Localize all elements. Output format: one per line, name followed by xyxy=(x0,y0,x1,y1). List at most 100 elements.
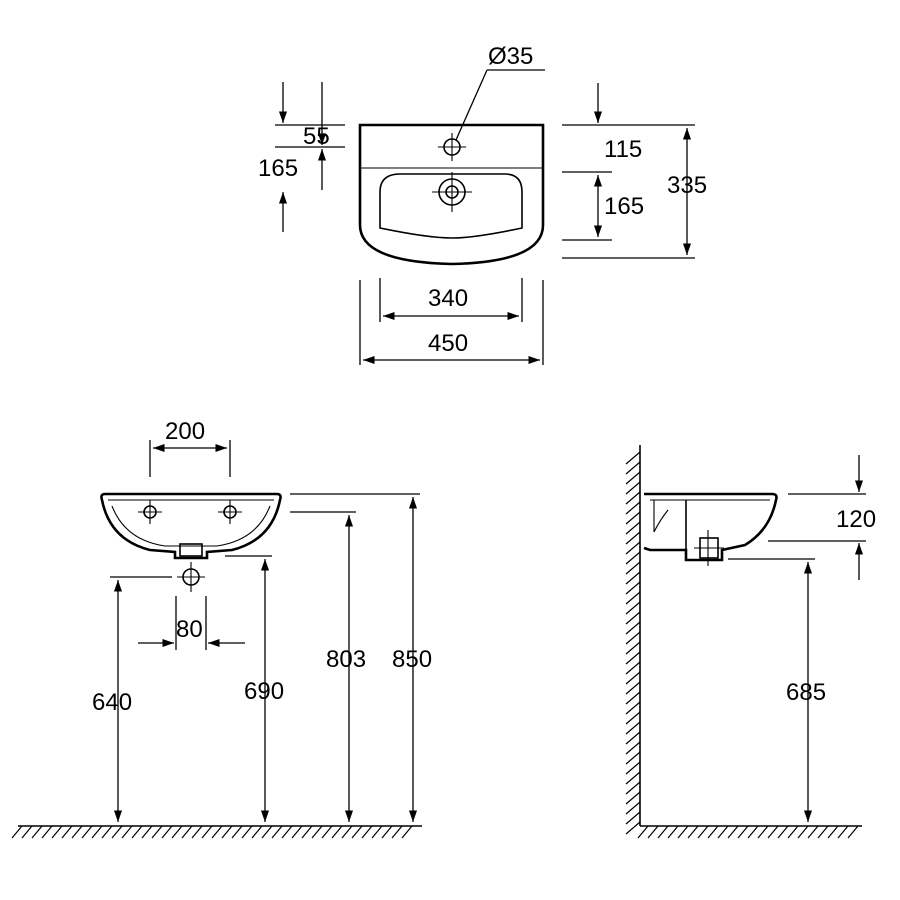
top-bowl-outline xyxy=(379,173,523,239)
hatch-stroke xyxy=(381,825,393,839)
dim-690-label: 690 xyxy=(244,678,284,705)
dim-120-label: 120 xyxy=(836,506,876,533)
hatch-stroke xyxy=(625,701,641,715)
side-wall-hatch xyxy=(625,451,641,835)
side-view: 120 685 xyxy=(625,445,876,839)
dim-80-label: 80 xyxy=(176,616,203,643)
hatch-stroke xyxy=(221,825,233,839)
hatch-stroke xyxy=(657,825,669,839)
hatch-stroke xyxy=(331,825,343,839)
dim-450-label: 450 xyxy=(428,330,468,357)
hatch-stroke xyxy=(311,825,323,839)
dim-115-label: 115 xyxy=(604,136,642,163)
hatch-stroke xyxy=(291,825,303,839)
hatch-stroke xyxy=(625,471,641,485)
dim-850-label: 850 xyxy=(392,646,432,673)
hatch-stroke xyxy=(151,825,163,839)
drain-outlet-icon xyxy=(177,562,205,592)
hatch-stroke xyxy=(301,825,313,839)
hatch-stroke xyxy=(625,521,641,535)
hatch-stroke xyxy=(81,825,93,839)
hatch-stroke xyxy=(817,825,829,839)
hatch-stroke xyxy=(371,825,383,839)
hatch-stroke xyxy=(625,661,641,675)
hatch-stroke xyxy=(625,501,641,515)
dim-165-right-label: 165 xyxy=(604,193,644,220)
hatch-stroke xyxy=(191,825,203,839)
hatch-stroke xyxy=(321,825,333,839)
hatch-stroke xyxy=(121,825,133,839)
hatch-stroke xyxy=(625,611,641,625)
hatch-stroke xyxy=(625,551,641,565)
hatch-stroke xyxy=(637,825,649,839)
hatch-stroke xyxy=(625,561,641,575)
hatch-stroke xyxy=(625,511,641,525)
hatch-stroke xyxy=(625,721,641,735)
hatch-stroke xyxy=(807,825,819,839)
hatch-stroke xyxy=(281,825,293,839)
hatch-stroke xyxy=(141,825,153,839)
hatch-stroke xyxy=(351,825,363,839)
hatch-stroke xyxy=(625,651,641,665)
hatch-stroke xyxy=(21,825,33,839)
hatch-stroke xyxy=(625,741,641,755)
tap-hole-icon xyxy=(438,133,466,161)
hatch-stroke xyxy=(271,825,283,839)
hatch-stroke xyxy=(625,531,641,545)
hatch-stroke xyxy=(625,771,641,785)
hatch-stroke xyxy=(625,731,641,745)
right-tap-hole-icon xyxy=(218,500,242,524)
hatch-stroke xyxy=(625,691,641,705)
hatch-stroke xyxy=(797,825,809,839)
hatch-stroke xyxy=(747,825,759,839)
hatch-stroke xyxy=(41,825,53,839)
dim-340-label: 340 xyxy=(428,285,468,312)
hatch-stroke xyxy=(61,825,73,839)
hatch-stroke xyxy=(181,825,193,839)
hatch-stroke xyxy=(625,801,641,815)
hatch-stroke xyxy=(625,591,641,605)
side-basin-outline xyxy=(643,492,778,562)
hatch-stroke xyxy=(31,825,43,839)
hatch-stroke xyxy=(625,581,641,595)
hatch-stroke xyxy=(71,825,83,839)
hatch-stroke xyxy=(787,825,799,839)
dim-685-label: 685 xyxy=(786,679,826,706)
hatch-stroke xyxy=(161,825,173,839)
hatch-stroke xyxy=(241,825,253,839)
hatch-stroke xyxy=(767,825,779,839)
hatch-stroke xyxy=(707,825,719,839)
hatch-stroke xyxy=(251,825,263,839)
top-view: Ø35 55 165 115 165 335 340 450 xyxy=(258,43,707,365)
hatch-stroke xyxy=(91,825,103,839)
hatch-stroke xyxy=(625,791,641,805)
front-basin-outline xyxy=(100,492,282,560)
hatch-stroke xyxy=(625,461,641,475)
dim-165-left-label: 165 xyxy=(258,155,298,182)
hatch-stroke xyxy=(625,641,641,655)
side-floor-hatch xyxy=(637,825,859,839)
hatch-stroke xyxy=(171,825,183,839)
hatch-stroke xyxy=(261,825,273,839)
hatch-stroke xyxy=(625,811,641,825)
hatch-stroke xyxy=(837,825,849,839)
dim-640-label: 640 xyxy=(92,689,132,716)
hatch-stroke xyxy=(697,825,709,839)
dim-803-label: 803 xyxy=(326,646,366,673)
hatch-stroke xyxy=(727,825,739,839)
hatch-stroke xyxy=(757,825,769,839)
front-view: 200 80 640 690 803 850 xyxy=(11,418,432,839)
hatch-stroke xyxy=(667,825,679,839)
hatch-stroke xyxy=(361,825,373,839)
hatch-stroke xyxy=(647,825,659,839)
hole-diameter-label: Ø35 xyxy=(488,43,533,70)
hatch-stroke xyxy=(625,821,641,835)
hatch-stroke xyxy=(391,825,403,839)
hatch-stroke xyxy=(625,631,641,645)
hatch-stroke xyxy=(625,781,641,795)
hatch-stroke xyxy=(625,451,641,465)
hatch-stroke xyxy=(401,825,413,839)
drain-icon xyxy=(432,172,472,212)
